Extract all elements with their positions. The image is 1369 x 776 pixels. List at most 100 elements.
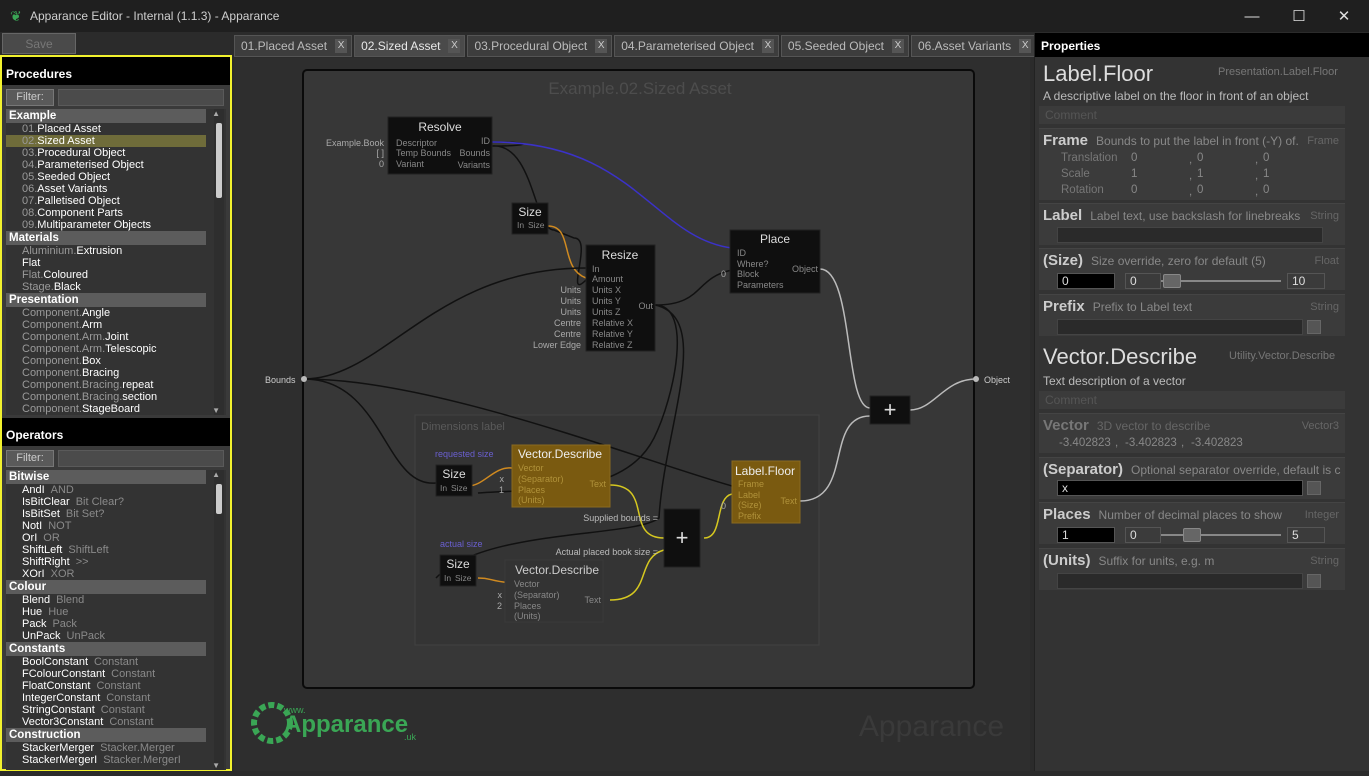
list-item[interactable]: Aluminium.Extrusion [6,245,206,257]
procedures-filter-input[interactable] [58,89,224,106]
graph-canvas[interactable]: Example.02.Sized Asset Dimensions label … [234,58,1030,771]
tab-close-button[interactable]: X [762,39,774,53]
tab-close-button[interactable]: X [595,39,607,53]
operators-scrollbar[interactable]: ▲ ▼ [214,470,224,770]
list-item[interactable]: BoolConstantConstant [6,656,206,668]
separator-clear-button[interactable] [1307,481,1321,495]
list-item[interactable]: IsBitClearBit Clear? [6,496,206,508]
list-item[interactable]: 03.Procedural Object [6,147,206,159]
tab-close-button[interactable]: X [1019,39,1031,53]
category-presentation[interactable]: Presentation [6,293,206,307]
node-place[interactable]: Place ID Where? Block Parameters Object [730,230,820,293]
frame-y-value[interactable]: 0 [1197,152,1203,164]
prefix-text-input[interactable] [1057,319,1303,335]
scroll-up-icon[interactable]: ▲ [212,470,220,479]
procedures-scrollbar[interactable]: ▲ ▼ [214,109,224,415]
list-item[interactable]: ShiftLeftShiftLeft [6,544,206,556]
list-item[interactable]: Stage.Black [6,281,206,293]
save-button[interactable]: Save [2,33,76,54]
list-item[interactable]: UnPackUnPack [6,630,206,642]
node-size-3[interactable]: Size In Size [440,555,476,586]
list-item[interactable]: StackerMergerIStacker.MergerI [6,754,206,766]
list-item[interactable]: Flat.Coloured [6,269,206,281]
list-item[interactable]: IsBitSetBit Set? [6,508,206,520]
places-slider-track[interactable] [1161,534,1281,536]
frame-x-value[interactable]: 0 [1131,184,1137,196]
list-item[interactable]: 01.Placed Asset [6,123,206,135]
scroll-down-icon[interactable]: ▼ [212,406,220,415]
frame-y-value[interactable]: 1 [1197,168,1203,180]
operators-filter-input[interactable] [58,450,224,467]
node-label-floor[interactable]: Label.Floor Frame Label (Size) Prefix Te… [732,461,800,523]
scroll-up-icon[interactable]: ▲ [212,109,220,118]
list-item[interactable]: Flat [6,257,206,269]
category-colour[interactable]: Colour [6,580,206,594]
size-slider-thumb[interactable] [1163,274,1181,288]
size-value-input[interactable]: 0 [1057,273,1115,289]
list-item[interactable]: FColourConstantConstant [6,668,206,680]
list-item[interactable]: FloatConstantConstant [6,680,206,692]
node-vector-describe-2[interactable]: Vector.Describe Vector (Separator) Place… [505,560,603,622]
object-output-port[interactable] [973,376,979,382]
frame-z-value[interactable]: 0 [1263,152,1269,164]
frame-z-value[interactable]: 1 [1263,168,1269,180]
node-vector-describe-1[interactable]: Vector.Describe Vector (Separator) Place… [512,445,610,507]
vector-describe-comment[interactable]: Comment [1039,391,1345,409]
list-item[interactable]: Component.Box [6,355,206,367]
tab-close-button[interactable]: X [335,39,347,53]
vector-y-value[interactable]: -3.402823 [1125,437,1177,449]
list-item[interactable]: 07.Palletised Object [6,195,206,207]
places-value-input[interactable]: 1 [1057,527,1115,543]
bounds-input-port[interactable] [301,376,307,382]
list-item[interactable]: Component.Angle [6,307,206,319]
list-item[interactable]: ShiftRight>> [6,556,206,568]
list-item[interactable]: StackerMergerStacker.Merger [6,742,206,754]
node-merge[interactable]: + [870,396,910,424]
list-item[interactable]: 06.Asset Variants [6,183,206,195]
list-item[interactable]: AndIAND [6,484,206,496]
category-example[interactable]: Example [6,109,206,123]
node-add-text[interactable]: + [664,509,700,567]
operators-list[interactable]: Bitwise AndIANDIsBitClearBit Clear?IsBit… [6,470,226,770]
list-item[interactable]: Component.Bracing [6,367,206,379]
list-item[interactable]: PackPack [6,618,206,630]
category-bitwise[interactable]: Bitwise [6,470,206,484]
places-slider-thumb[interactable] [1183,528,1201,542]
list-item[interactable]: StringConstantConstant [6,704,206,716]
tab-parameterised-object[interactable]: 04.Parameterised ObjectX [614,35,779,57]
category-materials[interactable]: Materials [6,231,206,245]
list-item[interactable]: 09.Multiparameter Objects [6,219,206,231]
list-item[interactable]: NotINOT [6,520,206,532]
list-item[interactable]: Component.StageBoard [6,403,206,415]
tab-placed-asset[interactable]: 01.Placed AssetX [234,35,352,57]
label-floor-comment[interactable]: Comment [1039,106,1345,124]
operators-scroll-thumb[interactable] [216,484,222,514]
scroll-down-icon[interactable]: ▼ [212,761,220,770]
category-constants[interactable]: Constants [6,642,206,656]
list-item[interactable]: 05.Seeded Object [6,171,206,183]
list-item[interactable]: Vector3ConstantConstant [6,716,206,728]
list-item[interactable]: OrIOR [6,532,206,544]
maximize-button[interactable]: ☐ [1276,0,1322,32]
tab-asset-variants[interactable]: 06.Asset VariantsX [911,35,1036,57]
vector-z-value[interactable]: -3.402823 [1191,437,1243,449]
list-item[interactable]: IntegerConstantConstant [6,692,206,704]
list-item[interactable]: 04.Parameterised Object [6,159,206,171]
list-item[interactable]: 02.Sized Asset [6,135,206,147]
procedures-scroll-thumb[interactable] [216,123,222,198]
tab-close-button[interactable]: X [448,39,460,53]
node-size-2[interactable]: Size In Size [436,465,472,496]
vector-x-value[interactable]: -3.402823 [1059,437,1111,449]
list-item[interactable]: XOrIXOR [6,568,206,580]
units-text-input[interactable] [1057,573,1303,589]
graph-svg[interactable]: Example.02.Sized Asset Dimensions label … [234,58,1030,771]
list-item[interactable]: Component.Arm.Telescopic [6,343,206,355]
tab-close-button[interactable]: X [892,39,904,53]
tab-procedural-object[interactable]: 03.Procedural ObjectX [467,35,612,57]
list-item[interactable]: Component.Arm [6,319,206,331]
node-size-1[interactable]: Size In Size [512,203,548,234]
tab-sized-asset[interactable]: 02.Sized AssetX [354,35,465,57]
list-item[interactable]: Component.Bracing.section [6,391,206,403]
procedures-list[interactable]: Example 01.Placed Asset02.Sized Asset03.… [6,109,226,415]
units-clear-button[interactable] [1307,574,1321,588]
